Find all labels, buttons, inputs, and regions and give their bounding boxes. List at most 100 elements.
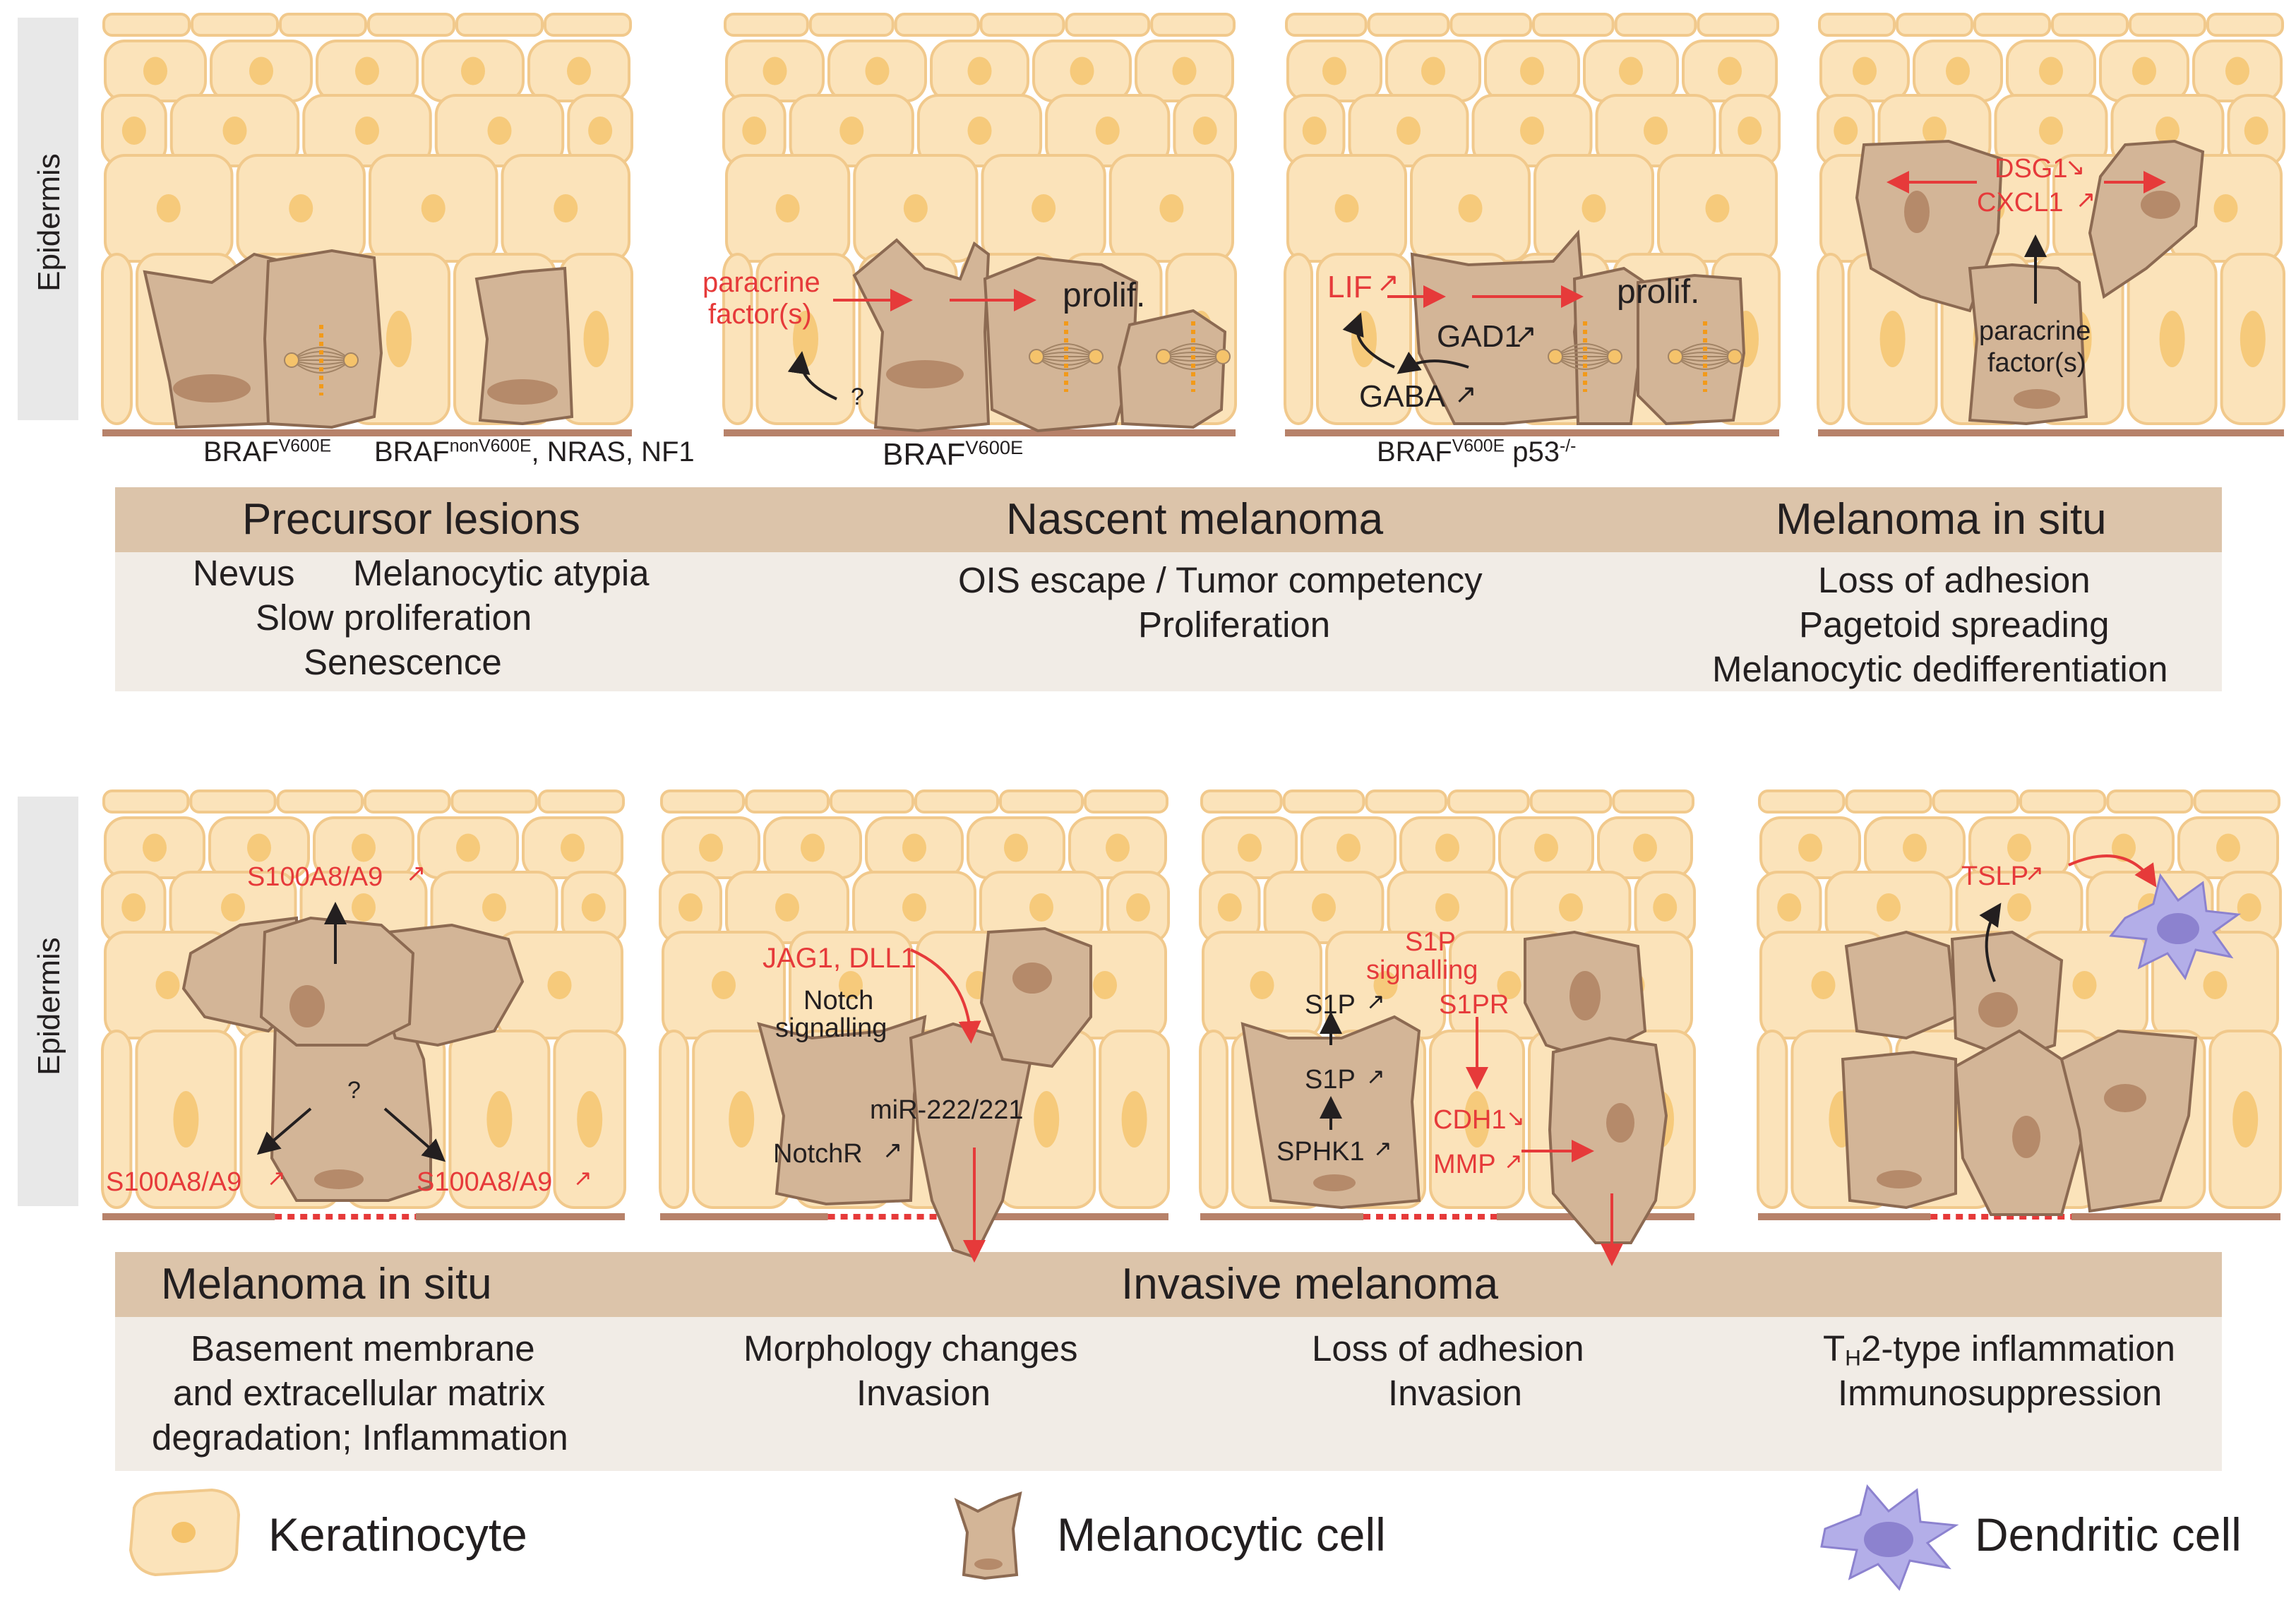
cornified-cell bbox=[1200, 789, 1283, 814]
cornified-cell bbox=[2106, 789, 2194, 814]
top-band-title-3: Melanoma in situ bbox=[1776, 495, 2107, 544]
keratinocyte-nucleus bbox=[2240, 311, 2266, 367]
melanocytic-cell-icon bbox=[954, 1491, 1022, 1580]
keratinocyte-nucleus bbox=[456, 833, 480, 862]
keratinocyte-nucleus bbox=[486, 1091, 513, 1148]
panel6-cells bbox=[757, 926, 1092, 1259]
keratinocyte-nucleus bbox=[1093, 971, 1117, 999]
mitotic-spindle bbox=[1156, 321, 1231, 392]
keratinocyte-nucleus bbox=[1879, 311, 1906, 367]
keratinocyte bbox=[101, 253, 133, 425]
p7-s1p-sig-1: S1P bbox=[1405, 927, 1456, 957]
keratinocyte-nucleus bbox=[2159, 311, 2185, 367]
basement-membrane bbox=[1200, 1213, 1363, 1220]
bottom-col1-line2: and extracellular matrix bbox=[173, 1373, 546, 1413]
cornified-cell bbox=[1818, 13, 1896, 37]
keratinocyte bbox=[1817, 253, 1845, 425]
keratinocyte-nucleus bbox=[1250, 971, 1274, 999]
p4-factor: factor(s) bbox=[1987, 348, 2086, 378]
melanocyte-p6-left bbox=[757, 1015, 927, 1206]
p7-s1p-sig-2: signalling bbox=[1366, 955, 1478, 985]
melanocyte-p8-a bbox=[1844, 930, 1958, 1040]
melanocyte-p6-right bbox=[909, 1022, 1033, 1259]
keratinocyte-nucleus bbox=[2213, 194, 2238, 222]
keratinocyte-nucleus bbox=[1718, 56, 1742, 85]
keratinocyte-nucleus bbox=[1877, 893, 1901, 922]
keratinocyte-nucleus bbox=[121, 893, 146, 922]
keratinocyte-nucleus bbox=[249, 56, 273, 85]
cornified-cell bbox=[1285, 13, 1368, 37]
cornified-cell bbox=[1973, 13, 2051, 37]
keratinocyte-nucleus bbox=[1653, 893, 1678, 922]
top-col2-line2: Proliferation bbox=[1138, 604, 1331, 645]
keratinocyte-nucleus bbox=[1946, 56, 1970, 85]
keratinocyte-nucleus bbox=[1351, 311, 1377, 367]
p3-lif-up: ↗ bbox=[1377, 268, 1399, 298]
bottom-col1-line3: degradation; Inflammation bbox=[152, 1417, 568, 1458]
keratinocyte-nucleus bbox=[2237, 893, 2261, 922]
cornified-cell bbox=[1282, 789, 1365, 814]
keratinocyte-nucleus bbox=[1834, 117, 1858, 145]
epidermis-label-bottom: Epidermis bbox=[32, 937, 66, 1075]
bottom-col2-line2: Invasion bbox=[856, 1373, 991, 1413]
p7-cdh1: CDH1 bbox=[1433, 1105, 1507, 1135]
keratinocyte-nucleus bbox=[801, 833, 825, 862]
keratinocyte-nucleus bbox=[1559, 893, 1583, 922]
basement-membrane bbox=[416, 1213, 625, 1220]
keratinocyte-nucleus bbox=[155, 971, 180, 999]
keratinocyte-nucleus bbox=[1106, 833, 1130, 862]
side-label-bg-bottom bbox=[18, 797, 78, 1206]
p3-lif: LIF bbox=[1327, 270, 1373, 304]
keratinocyte-nucleus bbox=[967, 56, 992, 85]
keratinocyte-nucleus bbox=[1159, 194, 1184, 222]
p6-jag: JAG1, DLL1 bbox=[763, 943, 916, 974]
p5-s100-left: S100A8/A9 bbox=[106, 1167, 242, 1197]
p7-s1p-b-up: ↗ bbox=[1366, 1063, 1385, 1089]
keratinocyte-nucleus bbox=[1534, 833, 1558, 862]
cornified-cell bbox=[544, 13, 632, 37]
basement-membrane bbox=[102, 429, 632, 436]
cornified-cell bbox=[1896, 13, 1973, 37]
bottom-band-body bbox=[115, 1317, 2222, 1471]
cornified-cell bbox=[189, 789, 277, 814]
cornified-cell bbox=[450, 789, 538, 814]
cornified-cell bbox=[1697, 13, 1779, 37]
p5-s100-top: S100A8/A9 bbox=[247, 862, 383, 892]
keratinocyte-nucleus bbox=[121, 117, 146, 145]
keratinocyte-nucleus bbox=[583, 311, 609, 367]
keratinocyte-nucleus bbox=[1903, 833, 1927, 862]
mitotic-spindle bbox=[1668, 321, 1742, 392]
keratinocyte-nucleus bbox=[1373, 971, 1398, 999]
p8-tslp-up: ↗ bbox=[2025, 860, 2044, 886]
keratinocyte-nucleus bbox=[1777, 893, 1802, 922]
cornified-cell bbox=[914, 789, 999, 814]
keratinocyte-nucleus bbox=[839, 971, 863, 999]
keratinocyte-nucleus bbox=[1421, 56, 1445, 85]
cornified-cell bbox=[1365, 789, 1448, 814]
keratinocyte-nucleus bbox=[1337, 833, 1361, 862]
arrows bbox=[256, 171, 2166, 1266]
keratinocyte-nucleus bbox=[865, 56, 890, 85]
top-col2-line1: OIS escape / Tumor competency bbox=[958, 560, 1483, 600]
p2-question: ? bbox=[851, 383, 864, 410]
bottom-col3-line2: Invasion bbox=[1388, 1373, 1522, 1413]
keratinocyte-nucleus bbox=[1435, 893, 1459, 922]
keratinocyte-nucleus bbox=[729, 1091, 755, 1148]
keratinocyte bbox=[1284, 253, 1313, 425]
keratinocyte-icon bbox=[128, 1488, 241, 1577]
basement-membrane bbox=[1758, 1213, 1931, 1220]
cornified-cell bbox=[1758, 789, 1846, 814]
keratinocyte-nucleus bbox=[2112, 833, 2136, 862]
cornified-cell bbox=[2051, 13, 2129, 37]
keratinocyte-nucleus bbox=[461, 56, 485, 85]
tissue-panel-6 bbox=[659, 789, 1170, 1220]
keratinocyte-nucleus bbox=[143, 833, 167, 862]
top-band-title-1: Precursor lesions bbox=[242, 495, 580, 544]
keratinocyte-nucleus bbox=[386, 311, 412, 367]
keratinocyte-nucleus bbox=[839, 117, 864, 145]
keratinocyte-nucleus bbox=[289, 194, 313, 222]
keratinocyte-nucleus bbox=[1435, 833, 1459, 862]
p6-mir: miR-222/221 bbox=[870, 1095, 1024, 1125]
p5-s100-top-up: ↗ bbox=[406, 860, 426, 887]
